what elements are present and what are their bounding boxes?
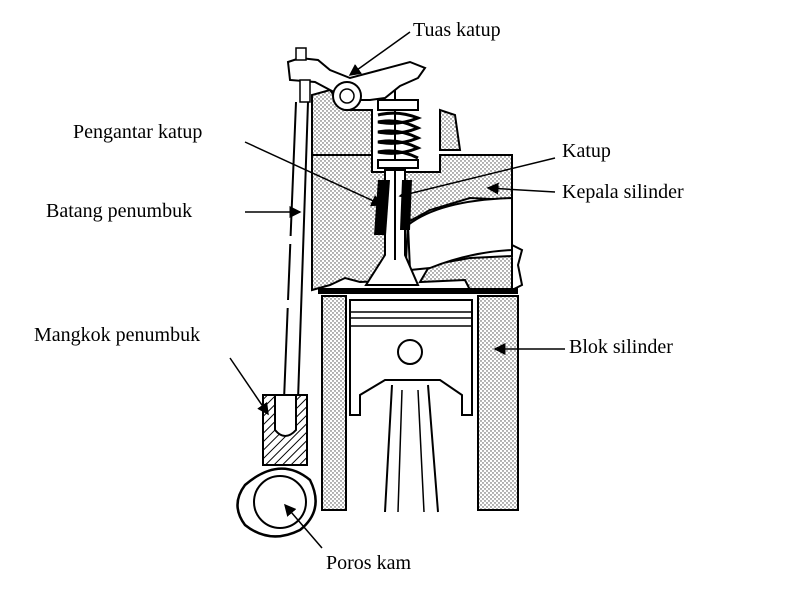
label-cylinder-block: Blok silinder <box>569 336 673 358</box>
label-rocker-arm: Tuas katup <box>413 19 501 41</box>
label-camshaft: Poros kam <box>326 552 411 574</box>
cylinder-head <box>311 88 524 292</box>
push-rod <box>280 101 309 401</box>
piston <box>349 299 473 513</box>
head-gasket <box>318 288 518 294</box>
tappet <box>262 394 308 466</box>
label-push-rod: Batang penumbuk <box>46 200 193 222</box>
label-tappet: Mangkok penumbuk <box>34 324 201 346</box>
label-valve-guide: Pengantar katup <box>73 121 203 143</box>
label-cylinder-head: Kepala silinder <box>562 181 684 203</box>
label-valve: Katup <box>562 140 611 162</box>
leader-lines <box>229 31 565 549</box>
valve-spring <box>377 99 423 169</box>
rocker-arm <box>286 47 427 111</box>
